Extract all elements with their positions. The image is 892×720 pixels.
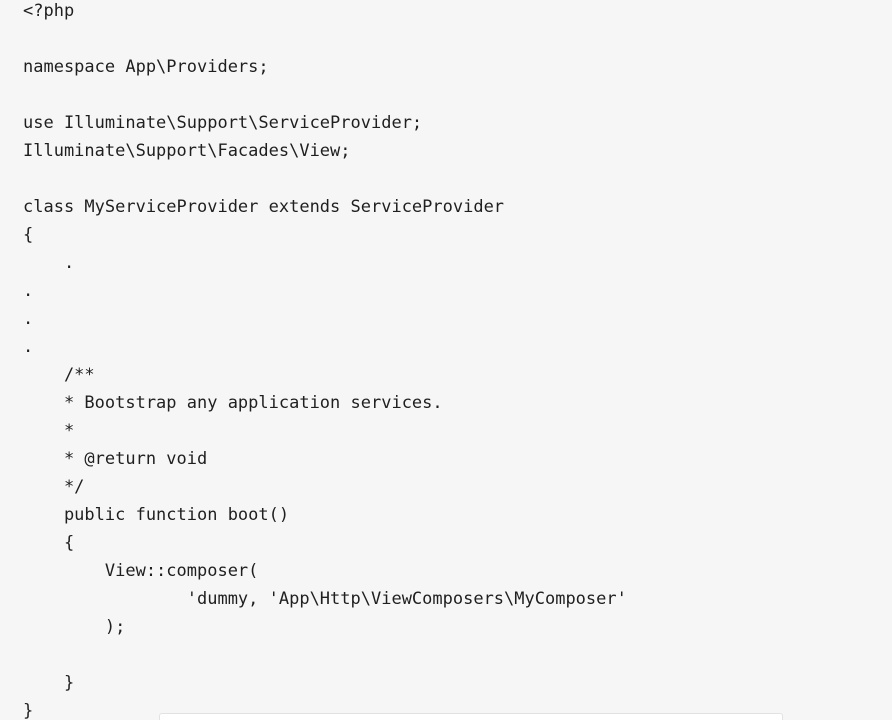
code-line: { — [23, 533, 75, 553]
code-line: 'dummy, 'App\Http\ViewComposers\MyCompos… — [23, 589, 627, 609]
code-line: <?php — [23, 1, 75, 21]
code-line: /** — [23, 365, 95, 385]
code-line: { — [23, 225, 34, 245]
overlay-panel-edge — [159, 713, 783, 720]
code-line: use Illuminate\Support\ServiceProvider; — [23, 113, 423, 133]
code-line: namespace App\Providers; — [23, 57, 269, 77]
code-line: * @return void — [23, 449, 208, 469]
code-line: . — [23, 281, 34, 301]
code-line — [23, 25, 627, 53]
code-listing: <?php namespace App\Providers; use Illumin… — [23, 0, 627, 720]
code-line — [23, 165, 627, 193]
code-line: . — [23, 337, 34, 357]
code-line: . — [23, 309, 34, 329]
code-line: . — [23, 253, 75, 273]
code-line — [23, 81, 627, 109]
code-line: public function boot() — [23, 505, 290, 525]
code-line: View::composer( — [23, 561, 259, 581]
code-line — [23, 641, 627, 669]
code-line: * Bootstrap any application services. — [23, 393, 443, 413]
code-line: ); — [23, 617, 126, 637]
code-line: Illuminate\Support\Facades\View; — [23, 141, 351, 161]
code-line: class MyServiceProvider extends ServiceP… — [23, 197, 505, 217]
code-line: */ — [23, 477, 85, 497]
code-line: } — [23, 673, 75, 693]
code-line: } — [23, 701, 34, 720]
code-line: * — [23, 421, 75, 441]
